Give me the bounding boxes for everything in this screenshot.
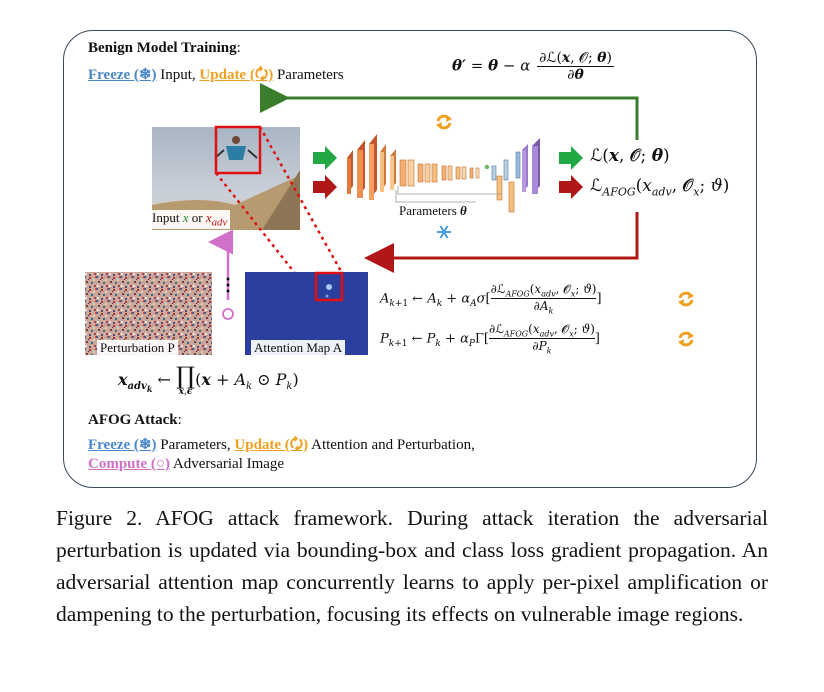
benign-input-arrow [313, 146, 337, 170]
attention-update-equation: Ak+1 ← Ak + αAσ[∂ℒAFOG(xadv, 𝓞x; ϑ)∂Ak] [380, 282, 602, 316]
parameters-update-icon [436, 114, 452, 130]
input-focus-box [214, 125, 262, 175]
afog-compute-label: Compute (○) [88, 456, 170, 472]
afog-legend-line-1: Freeze (❄) Parameters, Update (🗘) Attent… [88, 437, 475, 453]
afog-update-label: Update (🗘) [234, 437, 309, 453]
update-label: Update (🗘) [199, 67, 274, 83]
perturbation-update-icon [678, 331, 694, 347]
parameters-label: Parameters θ [399, 203, 467, 218]
network-architecture [347, 134, 540, 213]
freeze-label: Freeze (❄) [88, 67, 157, 83]
loss-afog: ℒAFOG(xadv, 𝓞x; ϑ) [590, 176, 730, 199]
figure-caption: Figure 2. AFOG attack framework. During … [56, 506, 768, 626]
adv-input-arrow [313, 175, 337, 199]
adv-backprop-arrow [364, 212, 639, 273]
benign-output-arrow [559, 146, 583, 170]
update-rule-equation: θ′ = θ − α ∂ℒ(x, 𝓞; θ) ∂θ [452, 50, 614, 83]
parameters-freeze-icon [437, 225, 451, 239]
afog-freeze-label: Freeze (❄) [88, 437, 157, 453]
input-label: Input x or xadv [149, 210, 231, 229]
benign-legend-line: Freeze (❄) Input, Update (🗘) Parameters [88, 67, 344, 83]
adv-output-arrow [559, 175, 583, 199]
perturbation-update-equation: Pk+1 ← Pk + αPΓ[∂ℒAFOG(xadv, 𝓞x; ϑ)∂Pk] [380, 322, 600, 356]
attention-update-icon [678, 291, 694, 307]
loss-benign: ℒ(x, 𝓞; θ) [590, 146, 670, 166]
adv-compose-equation: xadvk ← ∏x,ϵ(x + Ak ⊙ Pk) [118, 362, 299, 397]
figure-frame [63, 30, 757, 488]
afog-title: AFOG Attack [88, 412, 178, 428]
benign-title: Benign Model Training [88, 40, 237, 56]
attention-focus-box [314, 271, 344, 302]
afog-title-line: AFOG Attack: [88, 412, 182, 428]
compute-circle-icon [222, 308, 234, 320]
benign-backprop-arrow [260, 83, 639, 140]
perturbation-label: Perturbation P [97, 340, 178, 356]
attention-label: Attention Map A [251, 340, 346, 356]
afog-legend-line-2: Compute (○) Adversarial Image [88, 456, 285, 472]
benign-title-line: Benign Model Training: [88, 40, 241, 56]
